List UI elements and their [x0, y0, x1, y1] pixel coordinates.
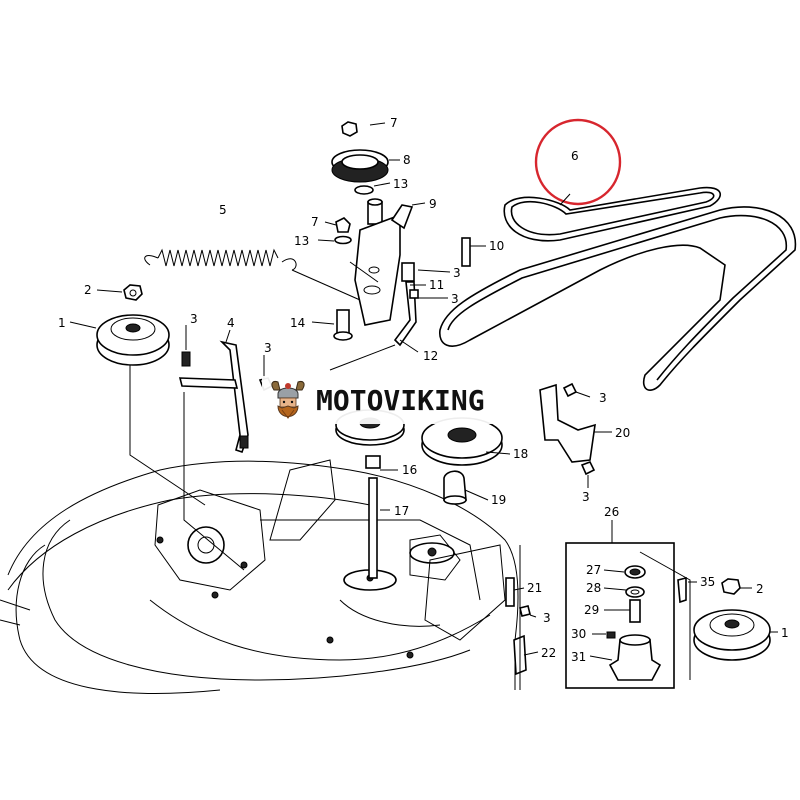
callout-6: 6: [571, 149, 579, 163]
callout-5: 5: [219, 203, 227, 217]
callout-2: 2: [756, 582, 764, 596]
idler-arm-assembly: [329, 121, 471, 371]
callout-4: 4: [227, 316, 235, 330]
callout-16: 16: [402, 463, 417, 477]
callout-1: 1: [58, 316, 66, 330]
callout-3: 3: [453, 266, 461, 280]
mower-deck: [0, 459, 519, 694]
callout-20: 20: [615, 426, 630, 440]
callout-3: 3: [582, 490, 590, 504]
callout-7: 7: [390, 116, 398, 130]
callout-28: 28: [586, 581, 601, 595]
nut-2-left: [123, 284, 143, 301]
center-pulleys: [335, 409, 503, 579]
deck-belt: [439, 186, 797, 391]
callout-22: 22: [541, 646, 556, 660]
callout-17: 17: [394, 504, 409, 518]
callout-10: 10: [489, 239, 504, 253]
callout-18: 18: [513, 447, 528, 461]
callouts: 1 1 2 2 3 3 3 3 3 3 3 4 5 6 7 7 8 9 10 1…: [58, 116, 789, 664]
pulley-1-right: [693, 578, 771, 661]
watermark: MOTOVIKING: [262, 376, 536, 424]
pulley-1-left: [96, 314, 170, 366]
callout-11: 11: [429, 278, 444, 292]
callout-2: 2: [84, 283, 92, 297]
spindle-inset: [565, 542, 687, 689]
linkage-4: [178, 340, 274, 454]
callout-35: 35: [700, 575, 715, 589]
spring-5: [144, 248, 361, 301]
callout-9: 9: [429, 197, 437, 211]
callout-3: 3: [543, 611, 551, 625]
callout-13: 13: [393, 177, 408, 191]
callout-19: 19: [491, 493, 506, 507]
callout-14: 14: [290, 316, 305, 330]
callout-3: 3: [264, 341, 272, 355]
callout-3: 3: [190, 312, 198, 326]
callout-31: 31: [571, 650, 586, 664]
callout-3: 3: [599, 391, 607, 405]
callout-26: 26: [604, 505, 619, 519]
callout-8: 8: [403, 153, 411, 167]
callout-13: 13: [294, 234, 309, 248]
bracket-20: [539, 382, 596, 476]
callout-27: 27: [586, 563, 601, 577]
callout-7: 7: [311, 215, 319, 229]
callout-30: 30: [571, 627, 586, 641]
callout-29: 29: [584, 603, 599, 617]
callout-21: 21: [527, 581, 542, 595]
brand-name: MOTOVIKING: [316, 383, 485, 417]
leader-lines: [69, 122, 778, 690]
highlight-circle: [534, 118, 622, 206]
viking-logo-icon: [271, 381, 305, 419]
callout-3: 3: [451, 292, 459, 306]
callout-1: 1: [781, 626, 789, 640]
callout-12: 12: [423, 349, 438, 363]
